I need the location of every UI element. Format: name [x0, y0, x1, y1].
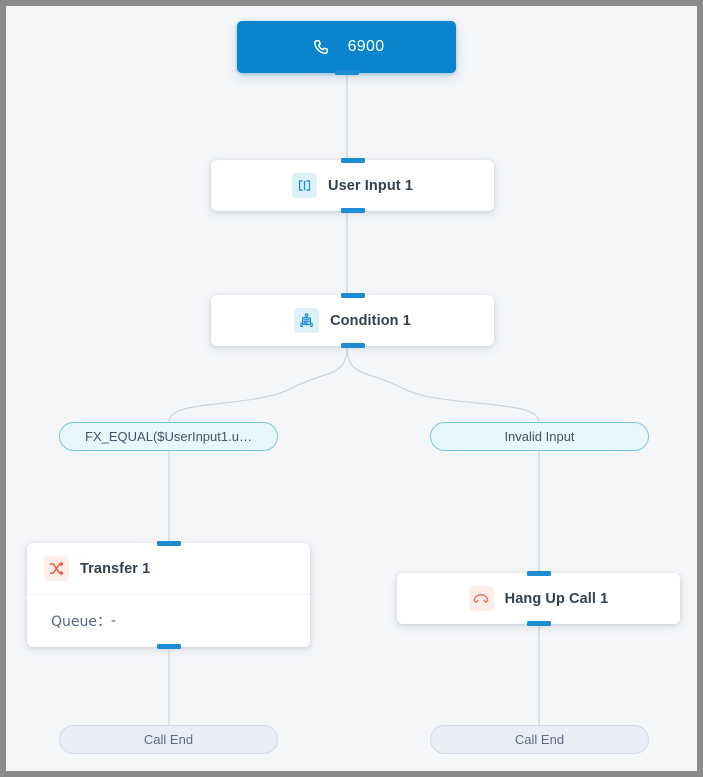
- branch-label-invalid-input[interactable]: Invalid Input: [430, 422, 649, 451]
- node-transfer-1[interactable]: Transfer 1 Queue： -: [27, 541, 310, 649]
- phone-icon: [309, 35, 334, 60]
- user-input-icon: [292, 173, 317, 198]
- port-in[interactable]: [157, 541, 181, 546]
- node-hang-up-call-1[interactable]: Hang Up Call 1: [397, 571, 680, 626]
- terminator-label: Call End: [143, 732, 194, 747]
- condition-icon: [294, 308, 320, 333]
- node-title: Transfer 1: [80, 560, 151, 577]
- port-out[interactable]: [341, 343, 365, 348]
- branch-label-text: FX_EQUAL($UserInput1.u…: [85, 429, 252, 444]
- node-header: Transfer 1: [27, 543, 310, 595]
- node-title: Hang Up Call 1: [504, 590, 609, 607]
- branch-label-condition-match[interactable]: FX_EQUAL($UserInput1.u…: [59, 422, 278, 451]
- port-out[interactable]: [341, 208, 365, 213]
- port-out[interactable]: [527, 621, 551, 626]
- terminator-label: Call End: [514, 732, 565, 747]
- edge-condition-to-branch-left: [168, 345, 348, 423]
- port-in[interactable]: [341, 293, 365, 298]
- flow-edges: [168, 73, 540, 725]
- node-title: 6900: [347, 38, 385, 55]
- node-call-in-6900[interactable]: 6900: [237, 21, 456, 75]
- queue-label: Queue：: [51, 613, 111, 630]
- node-title: User Input 1: [328, 177, 413, 194]
- transfer-shuffle-icon: [44, 556, 69, 581]
- branch-label-text: Invalid Input: [504, 429, 575, 444]
- node-detail-row: Queue： -: [27, 595, 310, 646]
- node-user-input-1[interactable]: User Input 1: [211, 158, 494, 213]
- node-condition-1[interactable]: Condition 1: [211, 293, 494, 348]
- flow-canvas[interactable]: 6900 User Input 1: [6, 6, 697, 771]
- terminator-call-end-right[interactable]: Call End: [430, 725, 649, 754]
- hang-up-icon: [468, 586, 494, 611]
- node-title: Condition 1: [330, 312, 411, 329]
- port-in[interactable]: [341, 158, 365, 163]
- port-out[interactable]: [157, 644, 181, 649]
- queue-value: -: [111, 612, 117, 629]
- port-out[interactable]: [335, 70, 359, 75]
- terminator-call-end-left[interactable]: Call End: [59, 725, 278, 754]
- edge-condition-to-branch-right: [346, 345, 540, 423]
- port-in[interactable]: [527, 571, 551, 576]
